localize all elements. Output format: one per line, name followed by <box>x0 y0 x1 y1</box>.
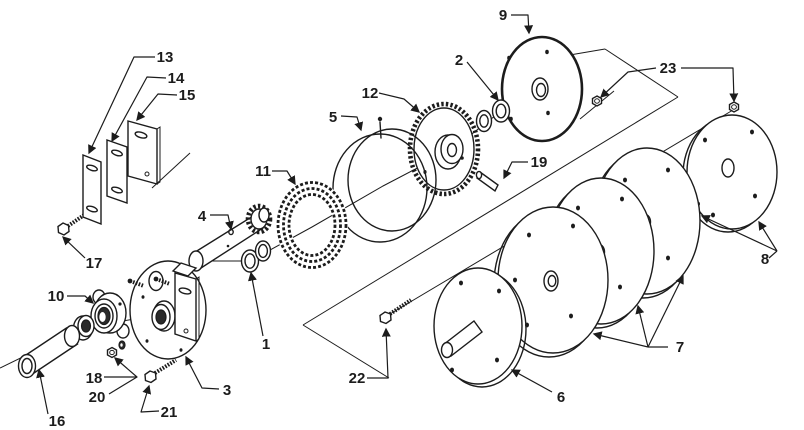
nut-18-washer-20 <box>106 340 126 359</box>
leader-7a <box>592 331 649 348</box>
callout-11: 11 <box>255 163 271 180</box>
nut-23a <box>591 95 603 107</box>
callout-18: 18 <box>86 370 103 387</box>
callout-10: 10 <box>48 288 65 305</box>
flange-bearing-10 <box>90 289 130 339</box>
plate-13 <box>82 153 102 226</box>
disc-3-bracket <box>174 272 197 342</box>
leader-16 <box>36 368 49 415</box>
callout-17: 17 <box>86 255 103 272</box>
leader-8-stem <box>768 250 778 259</box>
leader-22 <box>367 327 391 379</box>
leader-1 <box>248 271 264 337</box>
leader-19 <box>503 161 528 180</box>
disc-3 <box>127 260 207 360</box>
leader-18 <box>104 357 138 378</box>
leader-11 <box>272 170 296 186</box>
leader-20 <box>108 376 138 395</box>
callout-12: 12 <box>362 85 379 102</box>
leader-21 <box>140 384 160 413</box>
leader-17 <box>62 236 86 259</box>
leader-2 <box>466 61 499 102</box>
leader-3 <box>185 355 220 390</box>
washer-pair-2 <box>475 99 511 133</box>
spacer-tube-16 <box>17 324 81 379</box>
callout-7: 7 <box>676 339 684 356</box>
callout-4: 4 <box>198 208 207 225</box>
leader-13 <box>88 56 155 155</box>
callout-16: 16 <box>49 413 66 430</box>
leader-15 <box>136 93 178 122</box>
setscrew-pin-5 <box>377 116 383 139</box>
chain-ring-11 <box>276 181 348 269</box>
callout-14: 14 <box>168 70 185 87</box>
callout-9: 9 <box>499 7 507 24</box>
pin-19 <box>475 170 499 193</box>
callout-22: 22 <box>349 370 366 387</box>
leader-14 <box>111 76 167 143</box>
callout-2: 2 <box>455 52 463 69</box>
callout-23: 23 <box>660 60 677 77</box>
callout-8: 8 <box>761 251 769 268</box>
leader-8b <box>758 220 778 252</box>
callout-19: 19 <box>531 154 548 171</box>
plate-14 <box>106 139 128 204</box>
callout-1: 1 <box>262 336 270 353</box>
sprocket-12 <box>407 101 481 197</box>
leader-23a <box>600 67 657 98</box>
hex-bolt-21 <box>144 358 178 384</box>
callout-20: 20 <box>89 389 106 406</box>
leader-23b <box>681 67 739 103</box>
nut-23b <box>728 101 740 113</box>
disc-9 <box>500 35 584 143</box>
callout-3: 3 <box>223 382 231 399</box>
leader-lines <box>36 14 778 415</box>
leader-9 <box>511 14 534 35</box>
leader-6 <box>510 369 553 393</box>
shaft-4-sprocket <box>245 203 273 235</box>
callout-6: 6 <box>557 389 565 406</box>
plate-15 <box>127 120 161 185</box>
callout-21: 21 <box>161 404 178 421</box>
leader-12 <box>378 92 421 113</box>
washer-pair-1 <box>240 240 272 273</box>
leader-7b <box>635 304 649 348</box>
leader-7c <box>647 274 684 348</box>
callout-15: 15 <box>179 87 196 104</box>
hex-bolt-22 <box>379 298 413 325</box>
leader-5 <box>340 115 364 132</box>
leader-10 <box>67 294 95 304</box>
disc-6 <box>433 267 527 388</box>
leader-8a <box>700 215 778 252</box>
callout-numbers: 1 2 3 4 5 6 7 8 9 10 11 12 13 14 15 16 1… <box>48 7 770 430</box>
drum-ring-5 <box>332 128 437 243</box>
leader-4 <box>210 214 234 231</box>
callout-5: 5 <box>329 109 337 126</box>
callout-13: 13 <box>157 49 174 66</box>
disc-8 <box>682 114 778 233</box>
disc-3-bracket-tab <box>171 262 198 277</box>
